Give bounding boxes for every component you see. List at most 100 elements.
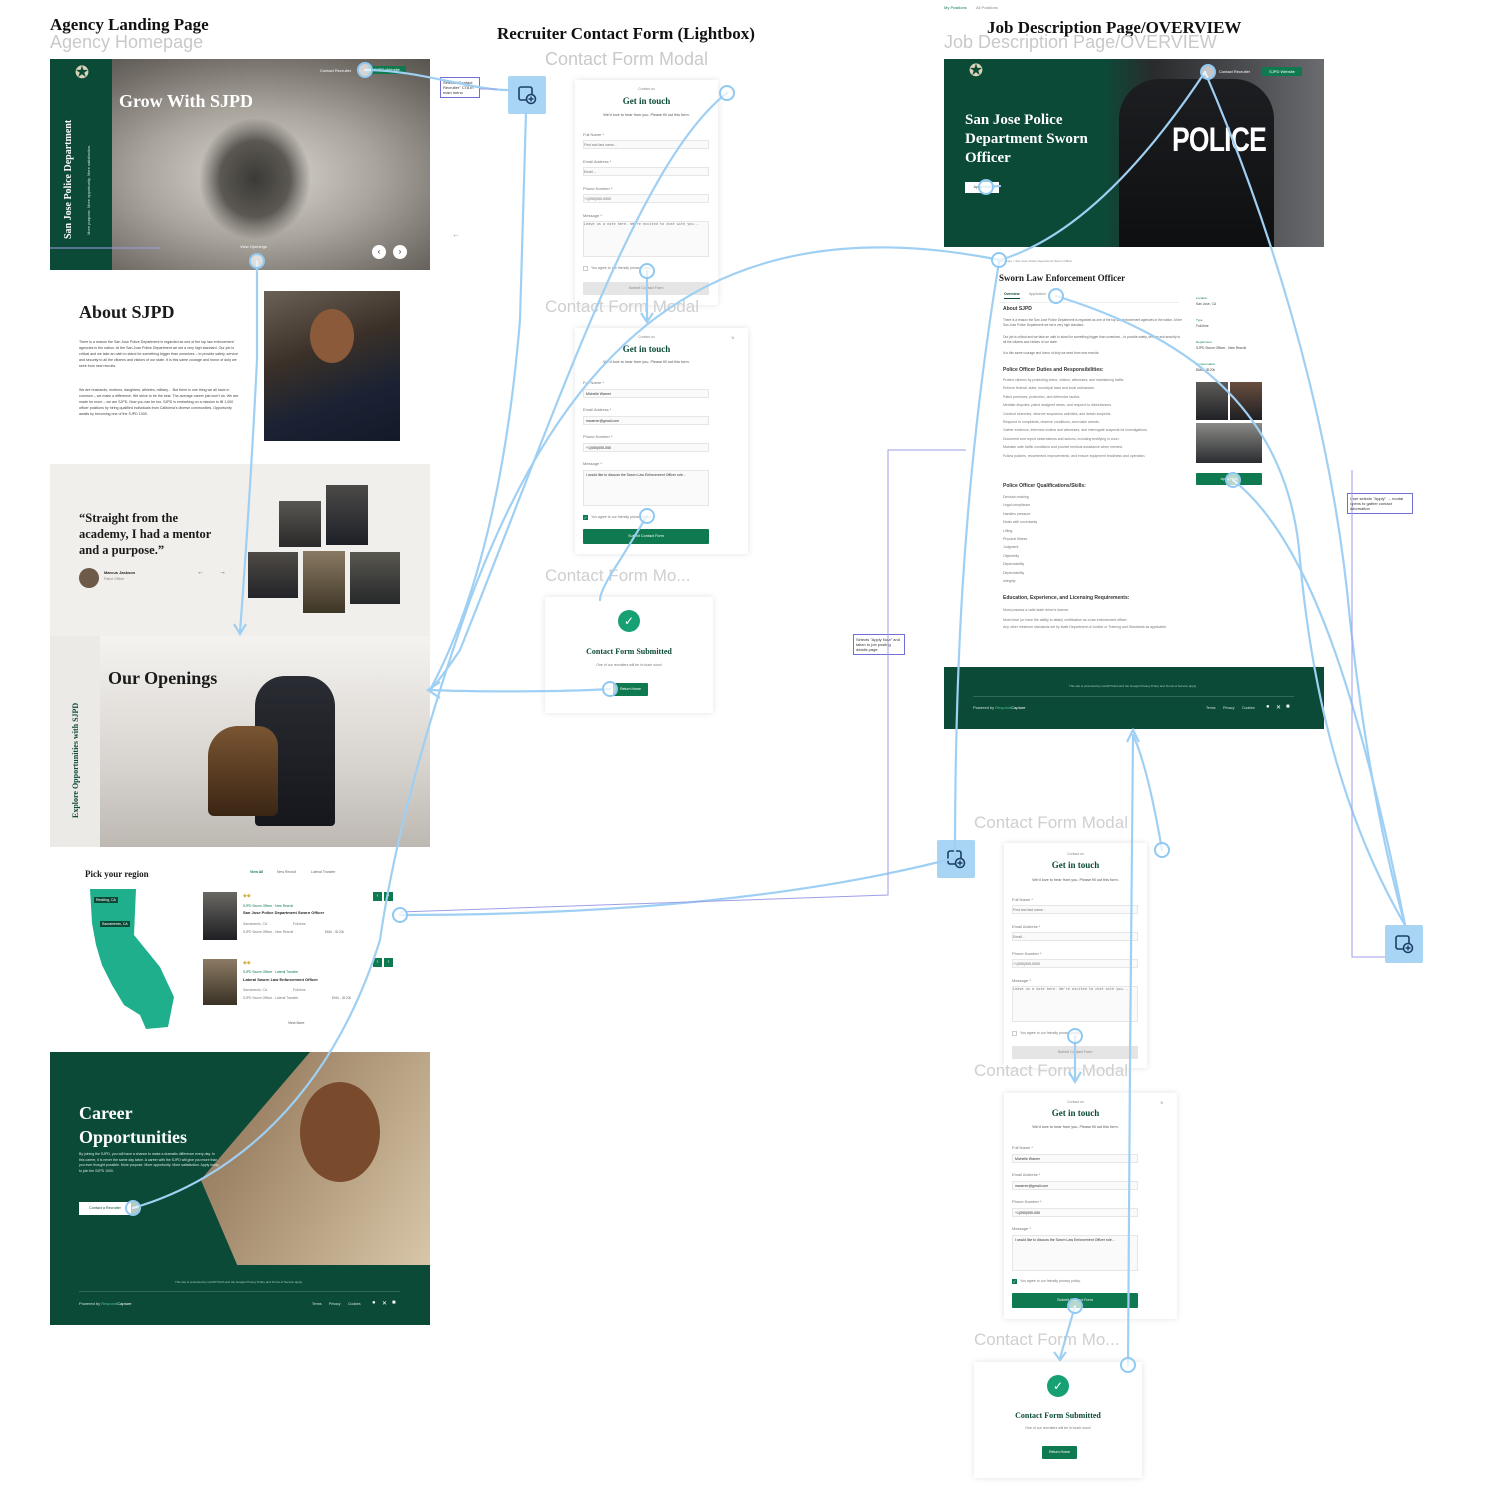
side-apply-now-button[interactable]: Apply Now xyxy=(1196,473,1262,485)
full-name-filled[interactable]: Michelle Warner xyxy=(583,389,709,398)
filter-lateral-transfer[interactable]: Lateral Transfer xyxy=(311,870,336,874)
hero-apply-now-button[interactable]: Apply Now xyxy=(965,182,999,193)
side-photo-3 xyxy=(1196,423,1262,463)
job-card-1-next-icon[interactable]: › xyxy=(384,892,393,901)
frame-subtitle-landing: Agency Homepage xyxy=(50,32,204,52)
job-tab-my-positions[interactable]: My Positions xyxy=(944,5,967,10)
job-card-1-salary: $64k - $120k xyxy=(325,930,345,934)
testimonial-photo-1 xyxy=(279,501,321,547)
email-input[interactable] xyxy=(1012,932,1138,941)
job-card-1-prev-icon[interactable]: ‹ xyxy=(373,892,382,901)
phone-input[interactable] xyxy=(1012,959,1138,968)
author-name: Marcus Jackson xyxy=(104,570,136,575)
job-card-2-prev-icon[interactable]: ‹ xyxy=(373,958,382,967)
note-contact-cta: Selects "Contact Recruiter" CTA in main … xyxy=(440,77,480,98)
job-card-2-title[interactable]: Lateral Sworn Law Enforcement Officer xyxy=(243,977,318,982)
full-name-input[interactable] xyxy=(583,140,709,149)
return-home-button[interactable]: Return Home xyxy=(1042,1446,1077,1459)
job-footer-cookies[interactable]: Cookies xyxy=(1242,706,1255,710)
submit-contact-form-button[interactable]: Submit Contact Form xyxy=(1012,1293,1138,1308)
job-card-2-location: Sacramento, CA xyxy=(243,988,268,992)
testimonial-next-icon[interactable]: → xyxy=(219,569,226,576)
check-icon[interactable]: ✓ xyxy=(1012,1279,1017,1284)
tab-application[interactable]: Application xyxy=(1029,292,1047,296)
job-card-2-next-icon[interactable]: › xyxy=(384,958,393,967)
label-phone: Phone Number * xyxy=(583,186,613,191)
arrow-left-icon[interactable]: ‹ xyxy=(372,245,386,259)
email-filled[interactable]: mwarner@gmail.com xyxy=(1012,1181,1138,1190)
message-filled[interactable]: I would like to discuss the Sworn Law En… xyxy=(583,470,709,506)
phone-filled[interactable]: +1(555)555-555 xyxy=(583,443,709,452)
nav-sjpd-website[interactable]: SJPD Website xyxy=(1262,67,1302,76)
linkedin-icon[interactable]: ■ xyxy=(392,1300,396,1306)
message-textarea[interactable] xyxy=(583,221,709,257)
return-home-button[interactable]: Return Home xyxy=(613,683,648,696)
add-modal-icon[interactable] xyxy=(937,840,975,878)
full-name-input[interactable] xyxy=(1012,905,1138,914)
testimonial-photo-3 xyxy=(248,552,298,598)
phone-input[interactable] xyxy=(583,194,709,203)
openings-vertical-label: Explore Opportunities with SJPD xyxy=(71,702,80,818)
modal-description: We'd love to hear from you. Please fill … xyxy=(603,360,690,364)
filter-view-all[interactable]: View All xyxy=(250,870,264,874)
frame-title-contact: Recruiter Contact Form (Lightbox) xyxy=(497,24,755,43)
tab-overview[interactable]: Overview xyxy=(1004,292,1020,299)
submit-contact-form-button[interactable]: Submit Contact Form xyxy=(583,529,709,544)
submitted-title: Contact Form Submitted xyxy=(1015,1411,1101,1420)
job-contact-modal-empty: Contact us Get in touch We'd love to hea… xyxy=(1004,843,1147,1068)
add-modal-icon[interactable] xyxy=(508,76,546,114)
landing-footer-powered: Powered by RespondCapture xyxy=(79,1301,132,1306)
california-map[interactable] xyxy=(88,887,178,1032)
label-email: Email Address * xyxy=(1012,924,1041,929)
facebook-icon[interactable]: ● xyxy=(1266,704,1270,710)
map-tag-sacramento[interactable]: Sacramento, CA xyxy=(100,921,130,927)
agree-checkbox[interactable] xyxy=(583,266,588,271)
contact-recruiter-button[interactable]: Contact a Recruiter xyxy=(79,1202,131,1215)
agree-checkbox[interactable] xyxy=(1012,1031,1017,1036)
email-filled[interactable]: mwarner@gmail.com xyxy=(583,416,709,425)
label-full-name: Full Name * xyxy=(583,132,604,137)
nav-contact-recruiter[interactable]: Contact Recruiter xyxy=(1219,69,1251,74)
check-icon: ✓ xyxy=(618,610,640,632)
job-card-2-tags: SJPD Sworn Officer · Lateral Transfer xyxy=(243,970,299,974)
duty-item: Respond to complaints, observe condition… xyxy=(1003,420,1100,425)
photo-face xyxy=(310,309,354,363)
linkedin-icon[interactable]: ■ xyxy=(1286,704,1290,710)
map-tag-redding[interactable]: Redding, CA xyxy=(94,897,118,903)
nav-sjpd-website[interactable]: SJPD Website xyxy=(368,66,406,74)
view-more-link[interactable]: View More xyxy=(288,1021,305,1025)
message-textarea[interactable] xyxy=(1012,986,1138,1022)
modal-close-icon[interactable]: × xyxy=(731,336,735,342)
arrow-right-icon[interactable]: › xyxy=(393,245,407,259)
add-modal-icon[interactable] xyxy=(1385,925,1423,963)
view-openings-link[interactable]: View Openings xyxy=(240,244,267,249)
submit-button-disabled[interactable]: Submit Contact Form xyxy=(1012,1046,1138,1059)
testimonial-prev-icon[interactable]: ← xyxy=(197,569,204,576)
job-tab-all-positions[interactable]: All Positions xyxy=(976,5,998,10)
frame-subtitle-job: Job Description Page/OVERVIEW xyxy=(944,32,1217,52)
job-footer-terms[interactable]: Terms xyxy=(1206,706,1216,710)
job-breadcrumb[interactable]: Openings > San Jose Police Department Sw… xyxy=(999,259,1073,263)
full-name-filled[interactable]: Michelle Warner xyxy=(1012,1154,1138,1163)
submit-button-disabled[interactable]: Submit Contact Form xyxy=(583,282,709,295)
email-input[interactable] xyxy=(583,167,709,176)
landing-footer-cookies[interactable]: Cookies xyxy=(348,1302,361,1306)
job-footer-privacy[interactable]: Privacy xyxy=(1223,706,1235,710)
message-filled[interactable]: I would like to discuss the Sworn Law En… xyxy=(1012,1235,1138,1271)
job-card-1-title[interactable]: San Jose Police Department Sworn Officer xyxy=(243,910,325,915)
facebook-icon[interactable]: ● xyxy=(372,1300,376,1306)
nav-contact-recruiter[interactable]: Contact Recruiter xyxy=(320,68,352,73)
submitted-title: Contact Form Submitted xyxy=(586,647,672,656)
x-icon[interactable]: ✕ xyxy=(1276,705,1282,711)
landing-footer-terms[interactable]: Terms xyxy=(312,1302,322,1306)
x-icon[interactable]: ✕ xyxy=(382,1301,388,1307)
filter-new-recruit[interactable]: New Recruit xyxy=(277,870,297,874)
modal-description: We'd love to hear from you. Please fill … xyxy=(1032,1125,1119,1129)
phone-filled[interactable]: +1(555)555-555 xyxy=(1012,1208,1138,1217)
check-icon[interactable]: ✓ xyxy=(583,515,588,520)
landing-footer-privacy[interactable]: Privacy xyxy=(329,1302,341,1306)
education-item: Any other minimum standards set by state… xyxy=(1003,625,1168,629)
author-role: Patrol Officer xyxy=(104,577,125,581)
job-about-p1: There is a reason the San Jose Police De… xyxy=(1003,318,1182,327)
modal-close-icon[interactable]: × xyxy=(1160,1101,1164,1107)
